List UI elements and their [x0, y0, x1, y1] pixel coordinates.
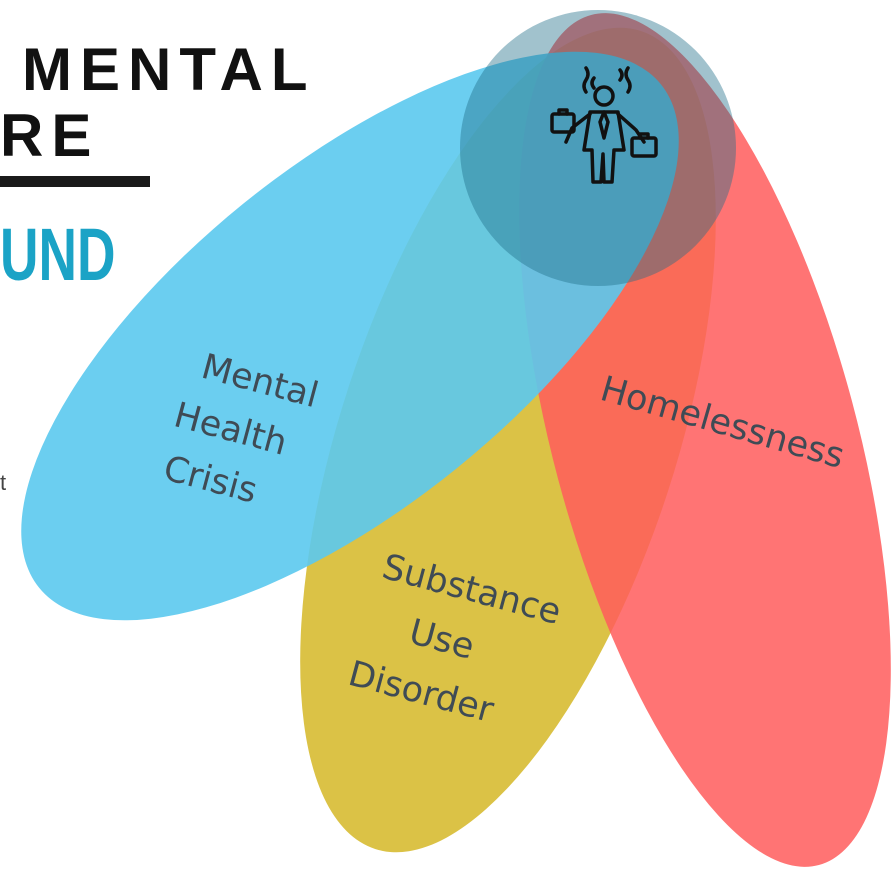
page-heading-line-2: RE: [0, 102, 100, 169]
page-heading-line-1: MENTAL: [22, 36, 316, 103]
stressed-person-icon: [550, 66, 658, 184]
mental-health-ellipse: [21, 51, 679, 621]
center-overlap-circle: [460, 10, 736, 286]
page-subheading: UND: [0, 213, 116, 296]
cropped-body-text: t: [0, 470, 7, 495]
heading-divider: [0, 176, 150, 187]
